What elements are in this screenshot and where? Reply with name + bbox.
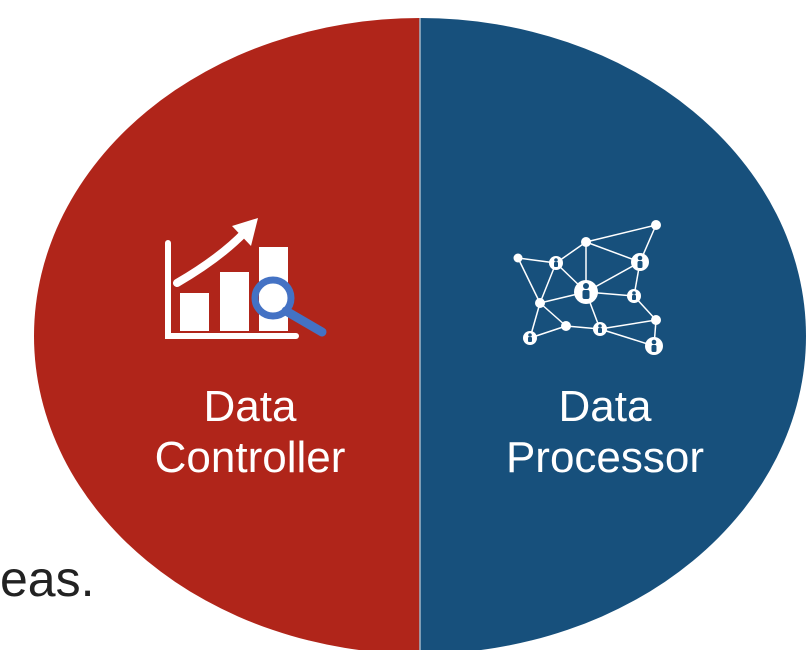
bar-chart-magnifier-icon: [165, 218, 327, 339]
background-text-fragment: eas.: [0, 551, 95, 607]
data-controller-line2: Controller: [154, 433, 346, 482]
network-person-glyphs: [528, 255, 657, 352]
data-processor-label: Data Processor: [470, 381, 740, 483]
data-processor-line1: Data: [558, 382, 652, 431]
data-controller-line1: Data: [203, 382, 297, 431]
data-processor-half: [420, 18, 806, 650]
data-processor-line2: Processor: [505, 433, 705, 482]
data-controller-label: Data Controller: [120, 381, 380, 483]
